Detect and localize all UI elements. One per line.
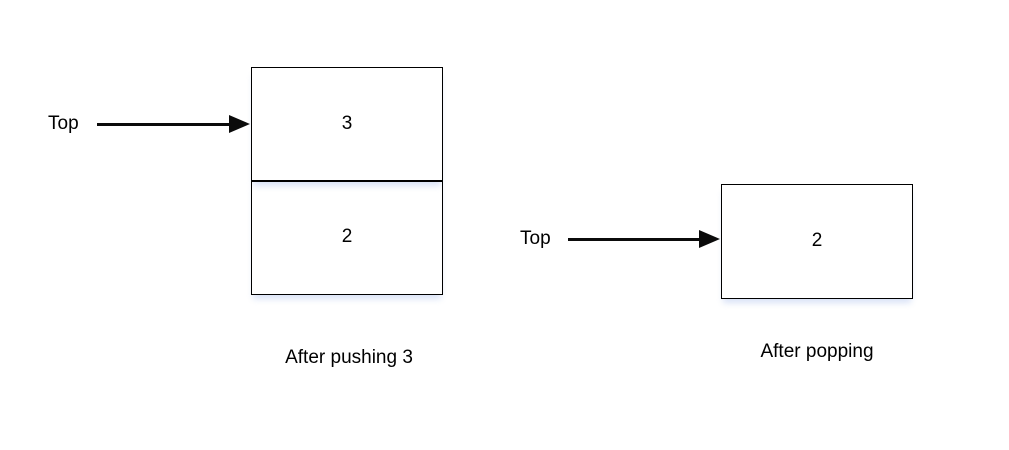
caption-after-pop: After popping [760,341,874,362]
top-pointer-arrow [568,229,720,249]
arrow-shaft [97,122,231,126]
stack-cell-top: 3 [251,67,443,182]
caption-after-push: After pushing 3 [285,347,413,368]
stack-cell-top: 2 [721,184,913,299]
arrow-shaft [568,237,701,241]
stack-after-push: 3 2 [251,67,443,295]
stack-after-pop: 2 [721,184,913,299]
top-pointer-arrow [97,114,250,134]
top-pointer-label: Top [48,113,79,134]
arrow-head-icon [229,115,250,133]
arrow-head-icon [699,230,720,248]
top-pointer-label: Top [520,228,551,249]
stack-cell-bottom: 2 [251,180,443,295]
